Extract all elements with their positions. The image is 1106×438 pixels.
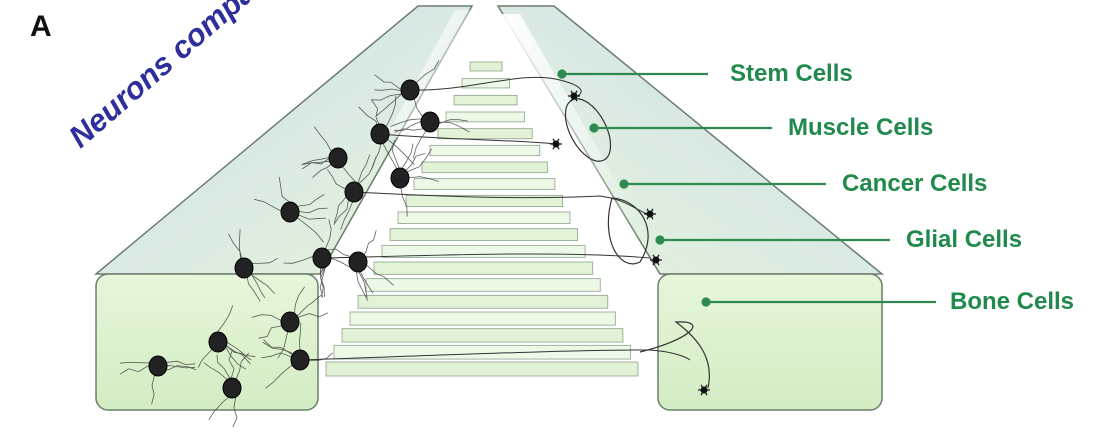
neuron-soma — [280, 201, 300, 223]
neuron-soma — [348, 251, 368, 273]
label-cancer-cells: Cancer Cells — [842, 170, 988, 197]
left-chamber-top-face — [93, 5, 474, 275]
label-glial-cells: Glial Cells — [906, 226, 1023, 253]
microchannel — [349, 311, 616, 326]
microchannel — [453, 94, 518, 106]
leader-dot-stem — [557, 69, 567, 79]
microchannel — [397, 211, 571, 224]
leader-dot-bone — [701, 297, 711, 307]
neuron-soma — [400, 79, 420, 101]
marker-spike — [703, 384, 708, 391]
label-muscle-cells: Muscle Cells — [788, 114, 934, 141]
marker-spike — [555, 143, 560, 150]
marker-spike — [552, 138, 557, 145]
left-chamber-front-face — [95, 273, 319, 411]
neuron-soma — [234, 257, 254, 279]
microchannel — [421, 161, 548, 174]
microchannel — [373, 261, 594, 275]
marker-spike — [646, 208, 651, 215]
neuron-soma — [328, 147, 348, 169]
marker-spike — [655, 254, 660, 261]
marker-spike — [649, 208, 654, 215]
marker-spike — [652, 254, 657, 261]
microchannel — [429, 144, 541, 157]
microchannel — [389, 228, 578, 241]
glial-cell-shape — [607, 197, 649, 265]
leader-dot-muscle — [589, 123, 599, 133]
marker-spike — [655, 259, 660, 266]
right-chamber-highlight — [502, 14, 650, 240]
neuron-soma — [420, 111, 440, 133]
leader-dot-glial — [655, 235, 665, 245]
label-bone-cells: Bone Cells — [950, 288, 1075, 315]
axon — [299, 349, 691, 361]
microchannel — [357, 294, 609, 309]
neuron-soma — [222, 377, 242, 399]
label-stem-cells: Stem Cells — [730, 60, 853, 87]
neuron-soma — [148, 355, 168, 377]
leader-dot-cancer — [619, 179, 629, 189]
marker-spike — [570, 90, 575, 97]
microchannel — [333, 344, 631, 360]
neuron-cell-bodies — [148, 79, 440, 399]
neuron-soma — [390, 167, 410, 189]
microchannel — [445, 111, 526, 123]
neuron-soma — [208, 331, 228, 353]
left-chamber — [93, 5, 474, 411]
marker-spike — [573, 90, 578, 97]
neuron-soma — [312, 247, 332, 269]
neuron-soma — [280, 311, 300, 333]
target-cell-markers — [550, 90, 710, 396]
microchannel — [405, 194, 563, 207]
neuron-soma — [344, 181, 364, 203]
marker-spike — [570, 95, 575, 102]
axon — [379, 133, 557, 145]
microchannel — [325, 361, 639, 377]
axon — [409, 76, 582, 98]
marker-spike — [703, 389, 708, 396]
neuron-soma — [370, 123, 390, 145]
microchannel — [469, 61, 503, 72]
microchannel — [341, 328, 624, 343]
microchannel — [365, 278, 601, 292]
bone-cell-process — [639, 321, 710, 389]
marker-spike — [652, 259, 657, 266]
marker-spike — [700, 384, 705, 391]
right-chamber-front-face — [657, 273, 883, 411]
marker-spike — [573, 95, 578, 102]
marker-spike — [552, 143, 557, 150]
marker-spike — [555, 138, 560, 145]
microchannel — [413, 178, 556, 191]
panel-label: A — [30, 10, 52, 43]
marker-spike — [649, 213, 654, 220]
marker-spike — [646, 213, 651, 220]
marker-spike — [700, 389, 705, 396]
microchannel — [437, 128, 533, 140]
leader-lines — [557, 69, 936, 307]
neuron-soma — [290, 349, 310, 371]
left-chamber-highlight — [390, 10, 470, 140]
